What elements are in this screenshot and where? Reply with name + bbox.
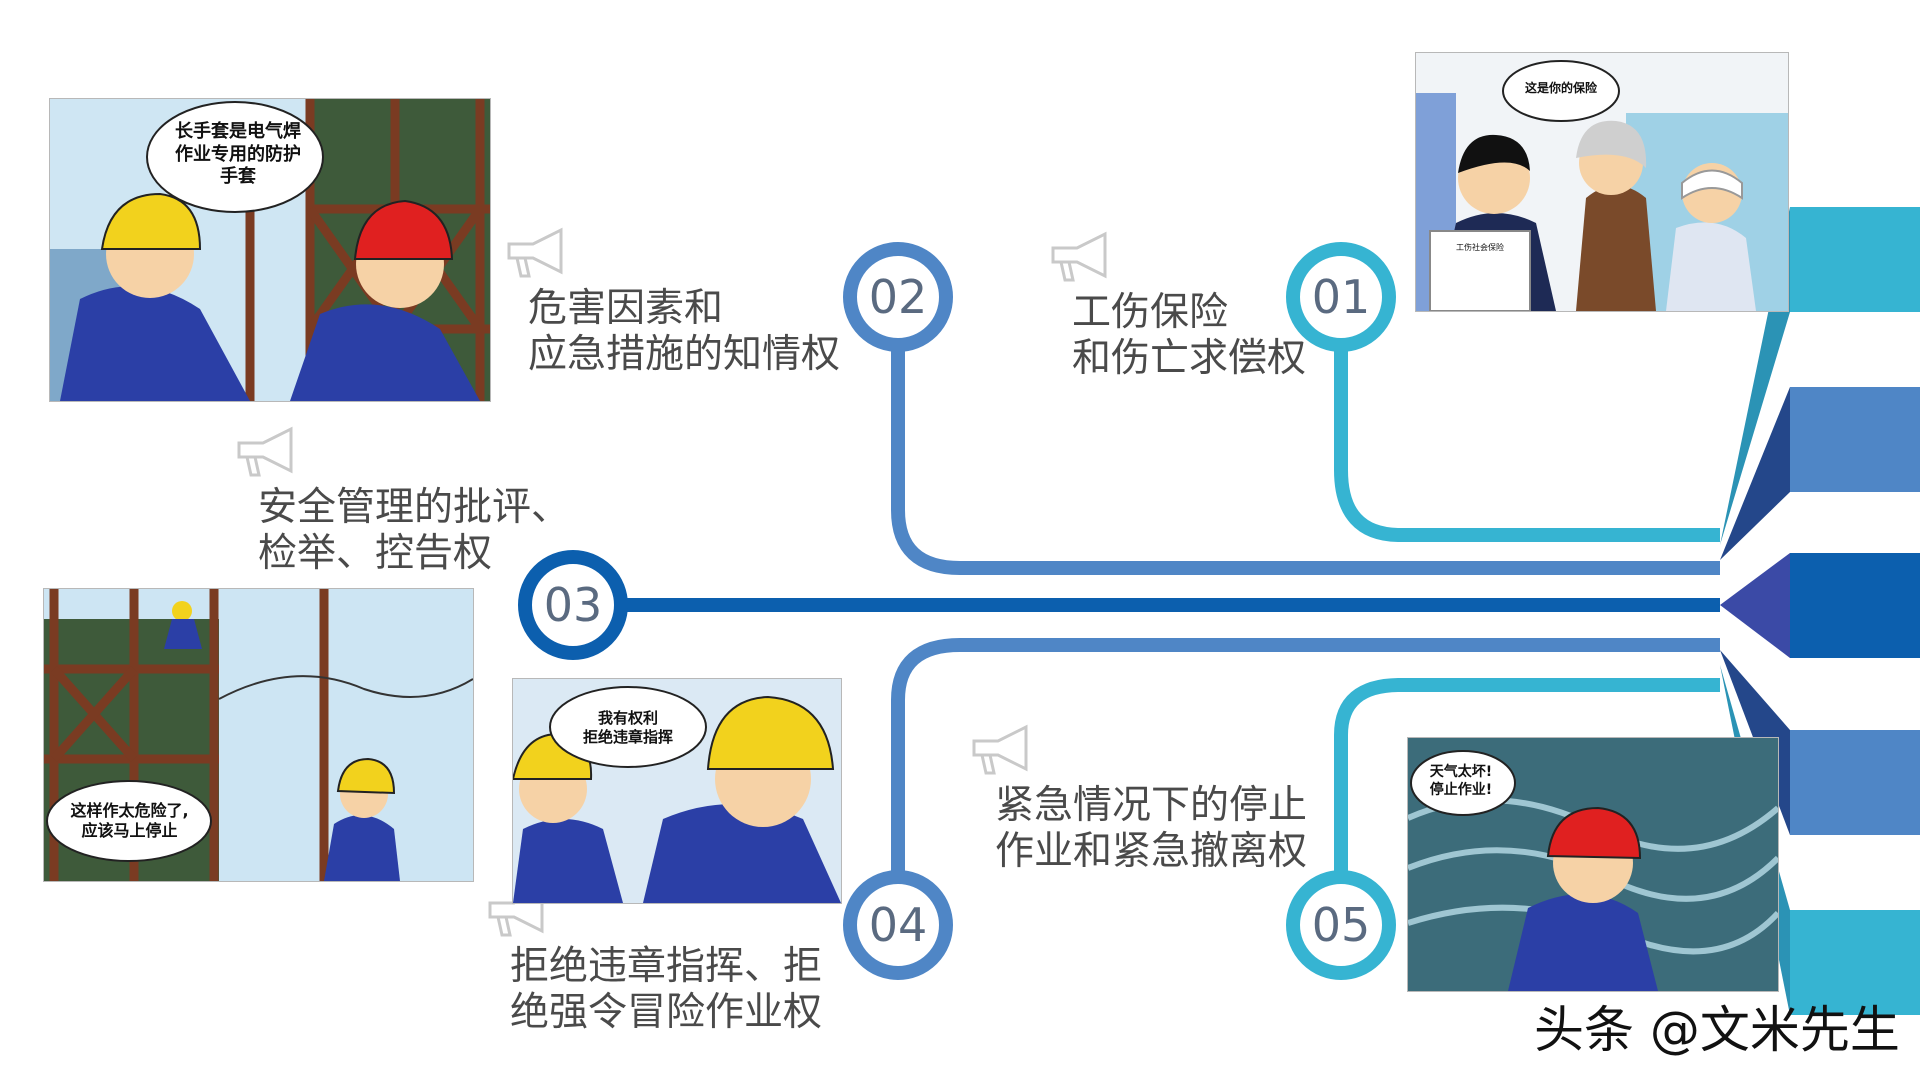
circle-number-01: 01: [1312, 270, 1371, 324]
circle-number-05: 05: [1312, 898, 1371, 952]
watermark: 头条 @文米先生: [1534, 1001, 1900, 1059]
line-01: [1334, 300, 1720, 542]
comic-refuse-bubble-line-1: 我有权利: [597, 709, 658, 727]
label-05: 紧急情况下的停止 作业和紧急撤离权: [995, 783, 1307, 875]
arrow-block-1: [1790, 207, 1920, 312]
comic-danger: 这样作太危险了, 应该马上停止: [43, 588, 474, 882]
circle-01: 01: [1286, 242, 1396, 352]
comic-refuse: 我有权利 拒绝违章指挥: [512, 678, 842, 904]
megaphone-icon: [1051, 231, 1107, 282]
label-02-line-2: 应急措施的知情权: [528, 332, 841, 377]
comic-gloves-bubble: 长手套是电气焊 作业专用的防护 手套: [158, 121, 318, 189]
label-04-line-1: 拒绝违章指挥、拒: [510, 944, 823, 989]
arrow-block-3: [1790, 553, 1920, 658]
label-01: 工伤保险 和伤亡求偿权: [1072, 290, 1306, 382]
label-05-line-1: 紧急情况下的停止: [995, 783, 1308, 828]
megaphone-icon: [237, 426, 293, 477]
comic-danger-bubble: 这样作太危险了, 应该马上停止: [52, 801, 207, 841]
arrow-block-4: [1790, 730, 1920, 835]
line-05: [1334, 678, 1720, 920]
label-02: 危害因素和 应急措施的知情权: [528, 286, 840, 378]
label-01-line-2: 和伤亡求偿权: [1072, 336, 1307, 381]
megaphone-icon: [972, 724, 1028, 775]
comic-storm-bubble: 天气太坏! 停止作业!: [1416, 764, 1506, 799]
comic-refuse-drawing: [513, 679, 841, 903]
comic-gloves: 长手套是电气焊 作业专用的防护 手套: [49, 98, 491, 402]
comic-refuse-bubble-line-2: 拒绝违章指挥: [582, 727, 673, 746]
circle-number-04: 04: [869, 898, 928, 952]
label-03-line-2: 检举、控告权: [258, 531, 493, 576]
comic-storm: 天气太坏! 停止作业!: [1407, 737, 1779, 992]
circle-number-03: 03: [544, 578, 603, 632]
arrow-fan-3: [1720, 553, 1790, 658]
comic-insurance-drawing: [1416, 53, 1788, 311]
line-02: [891, 300, 1720, 575]
comic-storm-drawing: [1408, 738, 1778, 991]
circle-02: 02: [843, 242, 953, 352]
comic-danger-drawing: [44, 589, 473, 881]
label-02-line-1: 危害因素和: [528, 286, 724, 331]
arrow-block-2: [1790, 387, 1920, 492]
label-05-line-2: 作业和紧急撤离权: [995, 829, 1308, 874]
label-03-line-1: 安全管理的批评、: [258, 485, 571, 530]
comic-gloves-bubble-line-3: 手套: [220, 166, 256, 187]
label-01-line-1: 工伤保险: [1072, 290, 1229, 335]
comic-insurance-document: 工伤社会保险: [1456, 243, 1504, 252]
arrow-block-5: [1790, 910, 1920, 1015]
comic-danger-bubble-line-1: 这样作太危险了,: [70, 801, 189, 820]
circle-number-02: 02: [869, 270, 928, 324]
label-04: 拒绝违章指挥、拒 绝强令冒险作业权: [510, 944, 822, 1036]
comic-gloves-drawing: [50, 99, 490, 401]
comic-storm-bubble-line-2: 停止作业!: [1429, 781, 1493, 798]
comic-gloves-bubble-line-1: 长手套是电气焊: [175, 121, 301, 142]
circle-03: 03: [518, 550, 628, 660]
comic-danger-bubble-line-2: 应该马上停止: [81, 821, 178, 840]
circle-04: 04: [843, 870, 953, 980]
arrow-fan-2: [1720, 387, 1790, 560]
label-04-line-2: 绝强令冒险作业权: [510, 990, 823, 1035]
comic-insurance: 这是你的保险 工伤社会保险: [1415, 52, 1789, 312]
megaphone-icon: [507, 227, 563, 278]
comic-storm-bubble-line-1: 天气太坏!: [1429, 764, 1493, 780]
comic-insurance-bubble: 这是你的保险: [1524, 81, 1597, 95]
comic-gloves-bubble-line-2: 作业专用的防护: [175, 143, 301, 165]
label-03: 安全管理的批评、 检举、控告权: [258, 485, 570, 577]
comic-refuse-bubble: 我有权利 拒绝违章指挥: [558, 709, 698, 747]
line-04: [891, 638, 1720, 920]
circle-05: 05: [1286, 870, 1396, 980]
